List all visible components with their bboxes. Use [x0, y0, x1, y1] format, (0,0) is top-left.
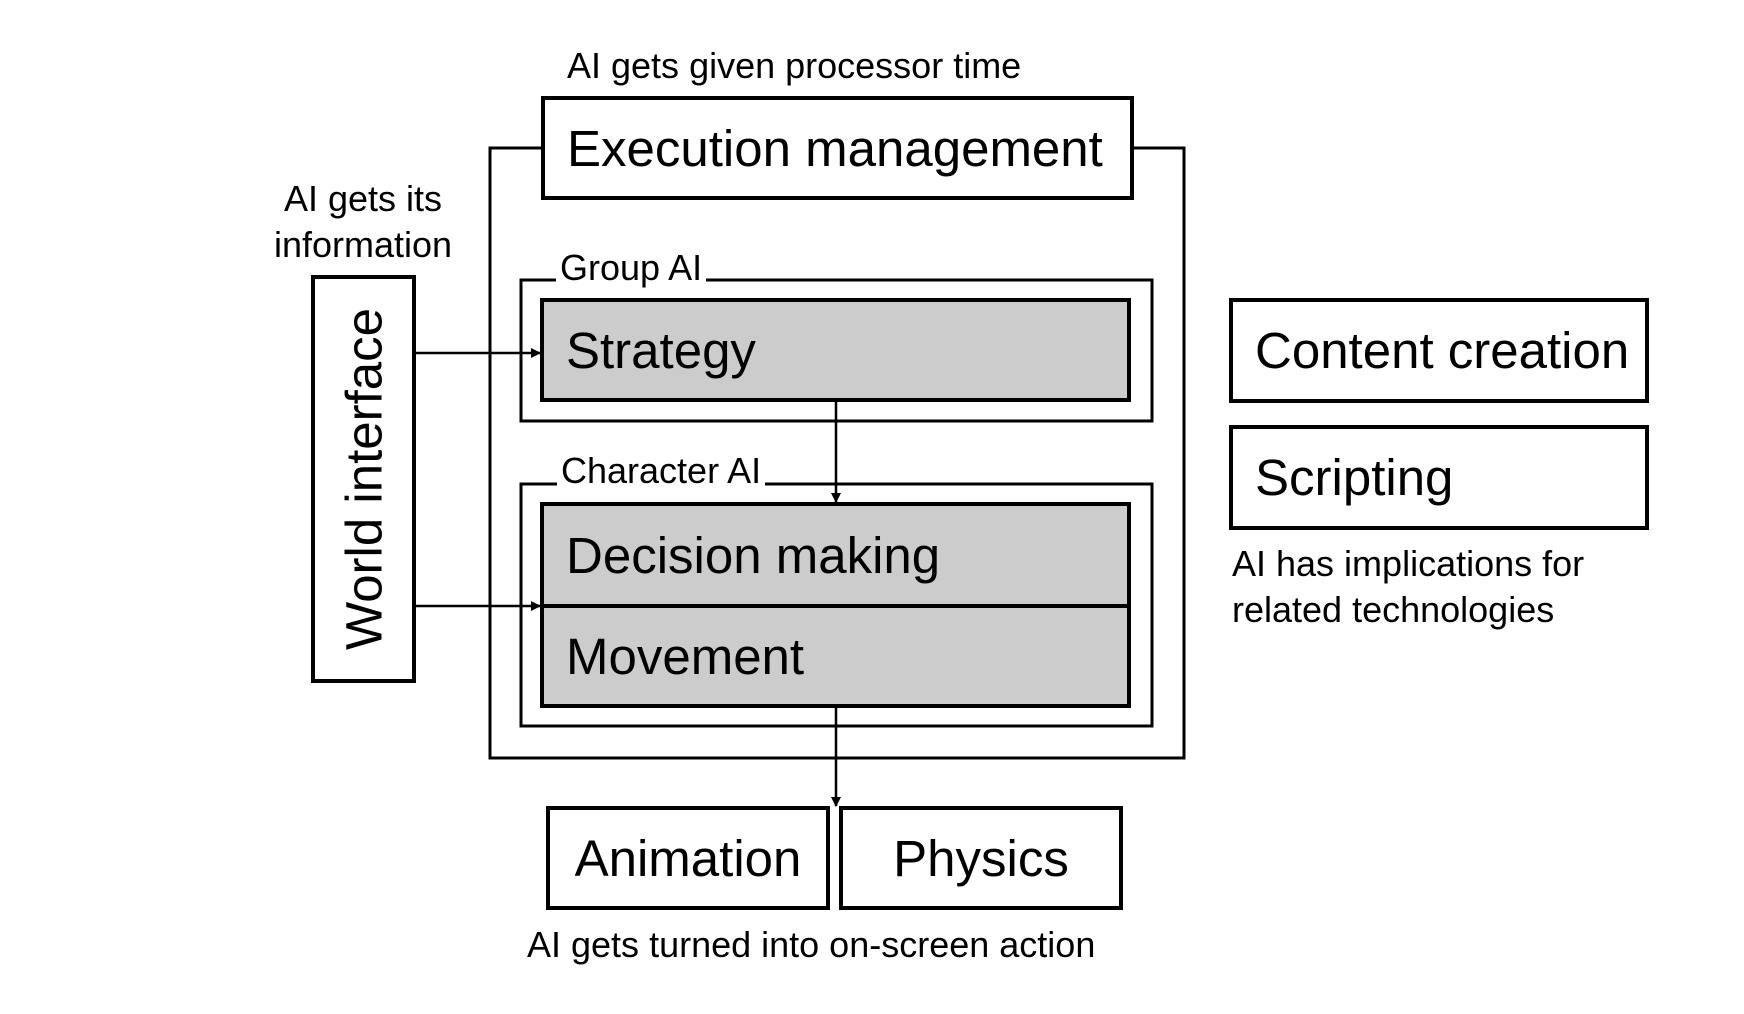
scripting-box: Scripting [1229, 425, 1649, 530]
implications-note-line2: related technologies [1232, 589, 1555, 630]
character-ai-label: Character AI [557, 451, 766, 491]
information-note: AI gets its information [262, 176, 464, 268]
processor-time-note: AI gets given processor time [567, 45, 1022, 86]
animation-label: Animation [574, 829, 802, 887]
implications-note-line1: AI has implications for [1232, 543, 1585, 584]
strategy-label: Strategy [566, 321, 756, 379]
animation-box: Animation [546, 806, 830, 910]
physics-box: Physics [839, 806, 1123, 910]
movement-label: Movement [566, 627, 805, 685]
content-creation-box: Content creation [1229, 298, 1649, 403]
group-ai-label: Group AI [556, 248, 707, 288]
on-screen-action-note: AI gets turned into on-screen action [527, 924, 1096, 965]
movement-box: Movement [540, 604, 1131, 708]
information-note-line2: information [273, 224, 453, 265]
decision-making-label: Decision making [566, 526, 941, 584]
implications-note: AI has implications for related technolo… [1232, 541, 1584, 633]
execution-management-box: Execution management [541, 96, 1134, 200]
world-interface-box: World interface [311, 275, 416, 683]
content-creation-label: Content creation [1255, 322, 1630, 379]
execution-management-label: Execution management [567, 119, 1103, 177]
world-interface-label: World interface [335, 307, 392, 651]
information-note-line1: AI gets its [283, 178, 443, 219]
physics-label: Physics [893, 829, 1069, 887]
strategy-box: Strategy [540, 298, 1131, 402]
scripting-label: Scripting [1255, 449, 1454, 506]
decision-making-box: Decision making [540, 502, 1131, 608]
